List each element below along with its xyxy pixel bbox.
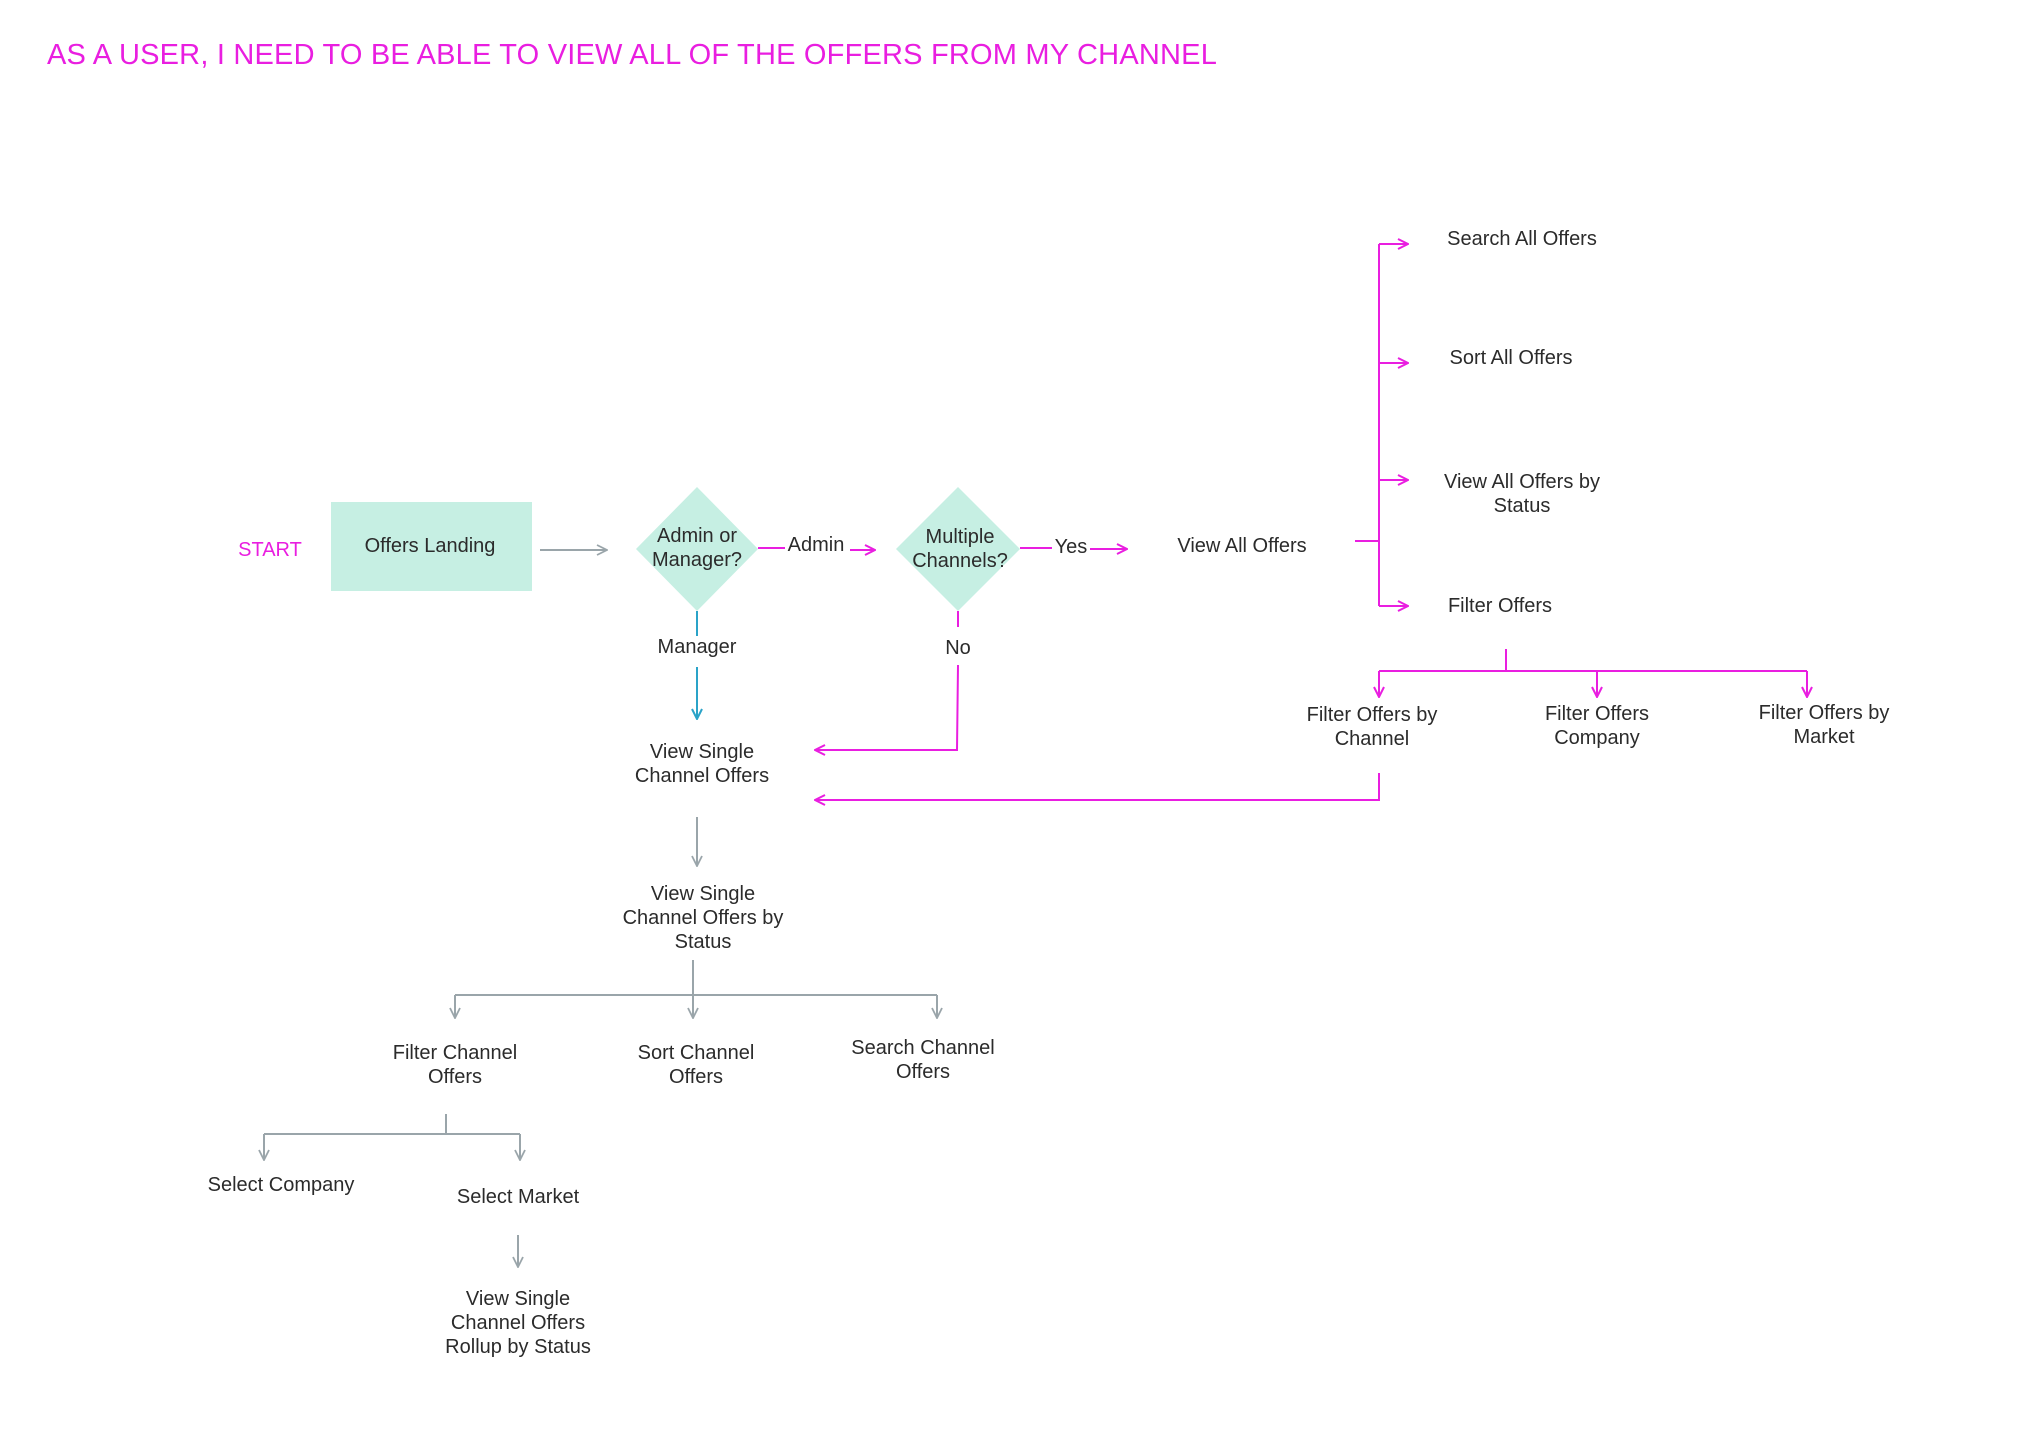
edge-label-manager: Manager [657, 636, 737, 658]
decision-multiple-channels [896, 487, 1020, 611]
edge-label-admin: Admin [785, 533, 847, 557]
decision-admin-or-manager [636, 487, 758, 611]
start-label: START [238, 539, 302, 561]
edge-label-yes: Yes [1052, 535, 1090, 559]
edge-label-no: No [945, 637, 971, 659]
node-select-company: Select Company [207, 1174, 355, 1196]
node-filter-offers: Filter Offers [1447, 595, 1553, 617]
node-select-market: Select Market [456, 1186, 580, 1208]
node-search-all-offers: Search All Offers [1447, 228, 1597, 250]
node-view-all-offers: View All Offers [1177, 535, 1307, 557]
node-sort-all-offers: Sort All Offers [1449, 347, 1573, 369]
page-title: AS A USER, I NEED TO BE ABLE TO VIEW ALL… [47, 39, 1218, 71]
offers-landing-box [331, 502, 532, 591]
node-offers-landing: Offers Landing [364, 535, 496, 557]
